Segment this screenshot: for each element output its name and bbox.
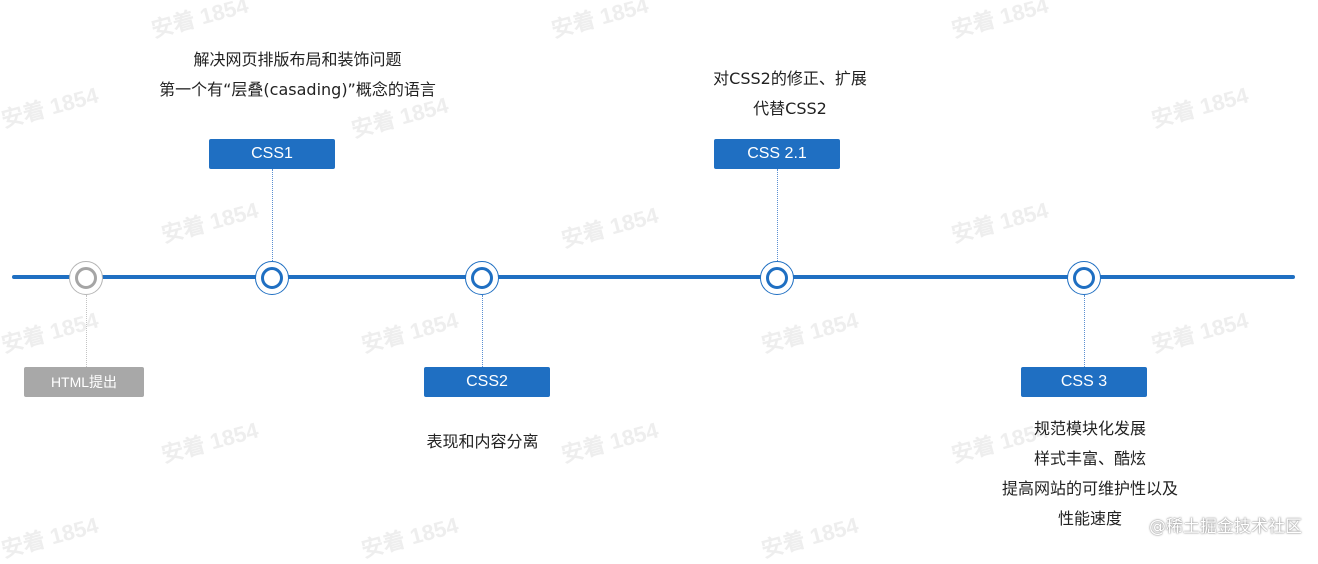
timeline-node-css3 xyxy=(1067,261,1101,295)
connector-line xyxy=(777,169,778,261)
watermark-text: 安着 1854 xyxy=(948,0,1051,43)
watermark-text: 安着 1854 xyxy=(758,512,861,563)
watermark-text: 安着 1854 xyxy=(1148,82,1251,133)
watermark-text: 安着 1854 xyxy=(0,82,101,133)
timeline-node-css1 xyxy=(255,261,289,295)
description-line: 样式丰富、酷炫 xyxy=(1033,449,1146,468)
description-line: 解决网页排版布局和装饰问题 xyxy=(193,50,402,69)
event-label-css2: CSS2 xyxy=(424,367,550,397)
watermark-text: 安着 1854 xyxy=(558,417,661,468)
watermark-text: 安着 1854 xyxy=(548,0,651,43)
watermark-text: 安着 1854 xyxy=(758,307,861,358)
credit-watermark: @稀土掘金技术社区 xyxy=(1149,517,1302,537)
event-label-html: HTML提出 xyxy=(24,367,144,397)
watermark-text: 安着 1854 xyxy=(558,202,661,253)
event-label-css1: CSS1 xyxy=(209,139,335,169)
timeline-node-css2 xyxy=(465,261,499,295)
event-description-css2: 表现和内容分离 xyxy=(410,427,555,457)
watermark-text: 安着 1854 xyxy=(158,197,261,248)
event-description-css21: 对CSS2的修正、扩展 代替CSS2 xyxy=(690,64,890,124)
timeline-axis xyxy=(12,275,1295,279)
watermark-text: 安着 1854 xyxy=(1148,307,1251,358)
watermark-text: 安着 1854 xyxy=(948,197,1051,248)
event-label-css21: CSS 2.1 xyxy=(714,139,840,169)
description-line: 提高网站的可维护性以及 xyxy=(1001,479,1178,498)
description-line: 对CSS2的修正、扩展 xyxy=(713,69,867,88)
timeline-node-html xyxy=(69,261,103,295)
watermark-text: 安着 1854 xyxy=(148,0,251,43)
description-line: 表现和内容分离 xyxy=(426,432,539,451)
connector-line xyxy=(86,295,87,367)
description-line: 性能速度 xyxy=(1057,509,1122,528)
description-line: 规范模块化发展 xyxy=(1033,419,1146,438)
connector-line xyxy=(1084,295,1085,367)
watermark-text: 安着 1854 xyxy=(158,417,261,468)
event-description-css1: 解决网页排版布局和装饰问题 第一个有“层叠(casading)”概念的语言 xyxy=(150,45,445,105)
event-description-css3: 规范模块化发展 样式丰富、酷炫 提高网站的可维护性以及 性能速度 xyxy=(980,414,1200,534)
description-line: 第一个有“层叠(casading)”概念的语言 xyxy=(159,80,436,99)
watermark-text: 安着 1854 xyxy=(358,512,461,563)
description-line: 代替CSS2 xyxy=(753,99,827,118)
event-label-css3: CSS 3 xyxy=(1021,367,1147,397)
watermark-text: 安着 1854 xyxy=(358,307,461,358)
connector-line xyxy=(482,295,483,367)
timeline-node-css21 xyxy=(760,261,794,295)
watermark-text: 安着 1854 xyxy=(0,512,101,563)
connector-line xyxy=(272,169,273,261)
